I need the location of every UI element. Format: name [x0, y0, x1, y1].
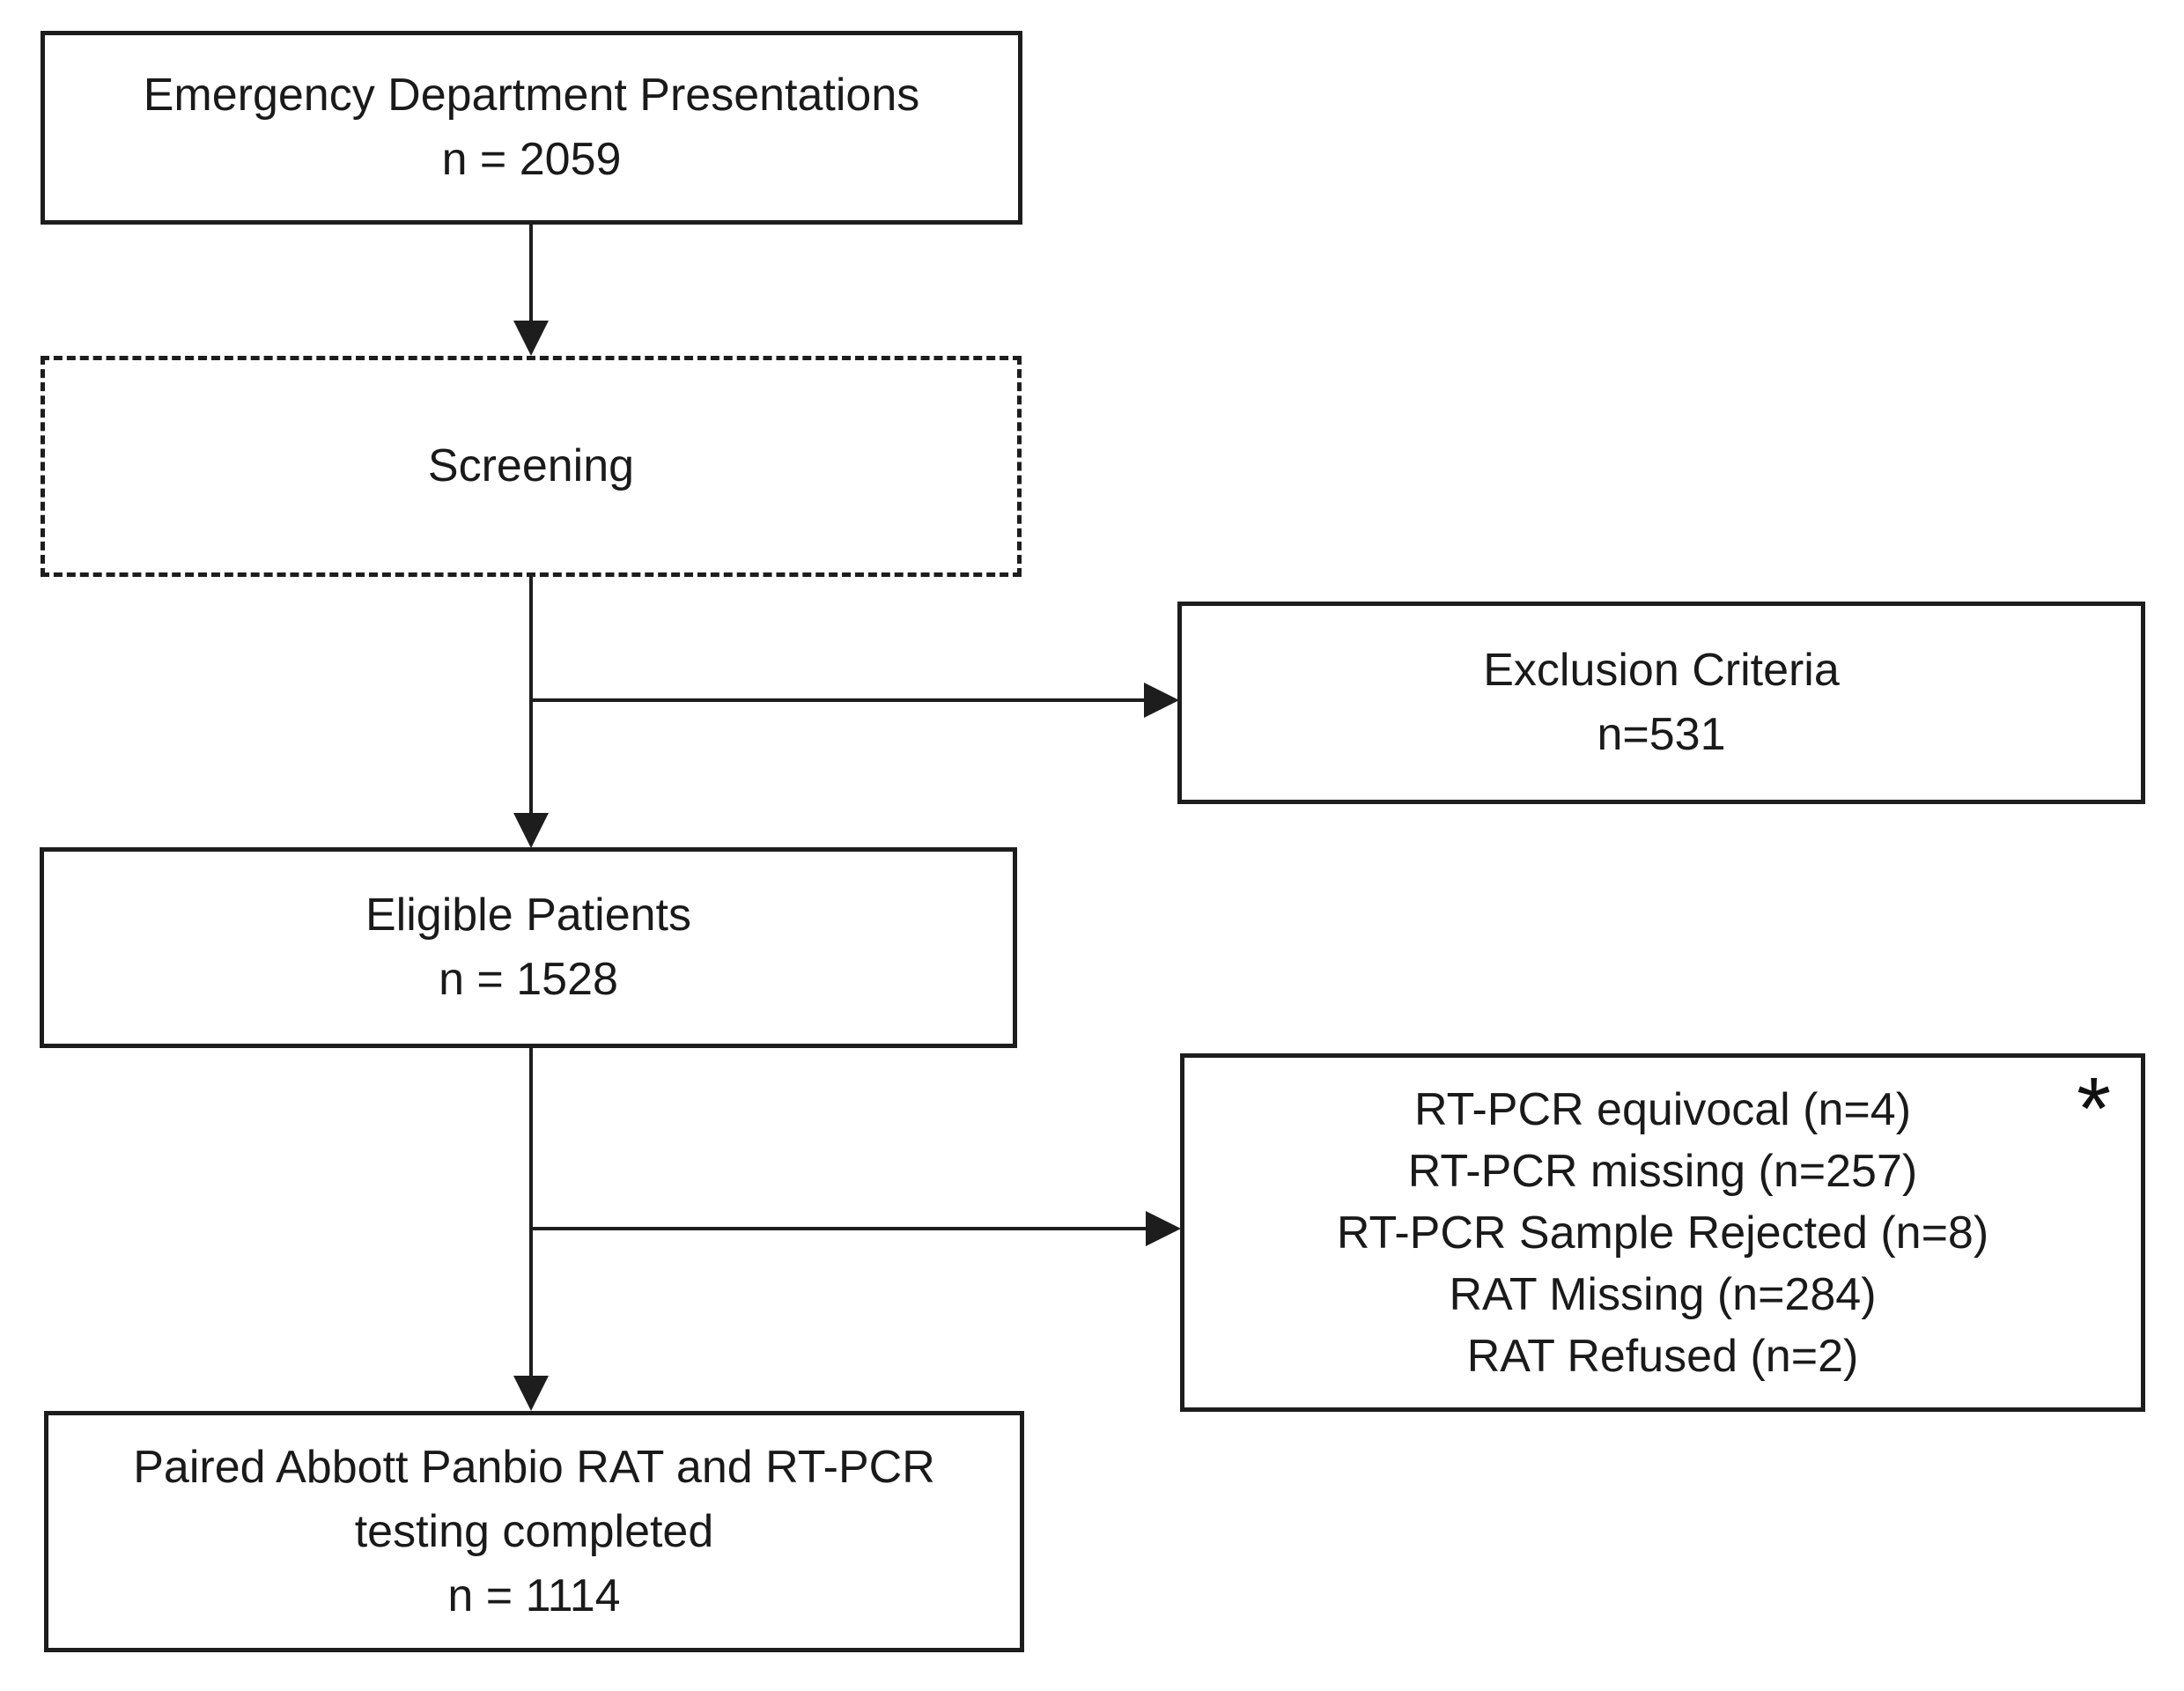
- edge-ed-to-screening-line: [529, 225, 533, 322]
- node-label: Emergency Department Presentations: [143, 70, 920, 121]
- node-label: Paired Abbott Panbio RAT and RT-PCR: [133, 1441, 935, 1493]
- arrowhead-down-icon: [513, 1376, 549, 1411]
- asterisk-marker: *: [2077, 1060, 2111, 1158]
- node-eligible-patients: Eligible Patients n = 1528: [40, 847, 1017, 1048]
- node-paired-testing-completed: Paired Abbott Panbio RAT and RT-PCR test…: [44, 1411, 1024, 1652]
- arrowhead-down-icon: [513, 813, 549, 848]
- node-count: n = 1528: [439, 954, 618, 1005]
- reason-line: RAT Missing (n=284): [1449, 1268, 1877, 1320]
- node-count: n=531: [1597, 709, 1726, 760]
- node-exclusion-criteria: Exclusion Criteria n=531: [1177, 602, 2145, 804]
- reason-line: RT-PCR Sample Rejected (n=8): [1336, 1207, 1989, 1259]
- reason-line: RAT Refused (n=2): [1466, 1330, 1859, 1382]
- node-screening: Screening: [41, 356, 1022, 577]
- arrowhead-right-icon: [1144, 683, 1179, 718]
- node-emergency-department-presentations: Emergency Department Presentations n = 2…: [41, 31, 1022, 225]
- edge-screening-to-eligible-line: [529, 577, 533, 815]
- node-count: n = 1114: [447, 1569, 621, 1621]
- edge-eligible-to-reasons-line: [529, 1227, 1147, 1230]
- node-label: Screening: [427, 440, 635, 491]
- node-label: testing completed: [354, 1505, 714, 1557]
- arrowhead-down-icon: [513, 321, 549, 356]
- reason-line: RT-PCR missing (n=257): [1407, 1145, 1918, 1197]
- arrowhead-right-icon: [1146, 1211, 1181, 1246]
- edge-screening-to-exclusion-line: [529, 698, 1146, 702]
- node-missing-test-reasons: * RT-PCR equivocal (n=4) RT-PCR missing …: [1180, 1053, 2145, 1412]
- node-label: Eligible Patients: [365, 890, 691, 941]
- reason-line: RT-PCR equivocal (n=4): [1413, 1083, 1912, 1135]
- node-count: n = 2059: [441, 134, 622, 185]
- edge-eligible-to-final-line: [529, 1048, 533, 1377]
- node-label: Exclusion Criteria: [1483, 645, 1840, 696]
